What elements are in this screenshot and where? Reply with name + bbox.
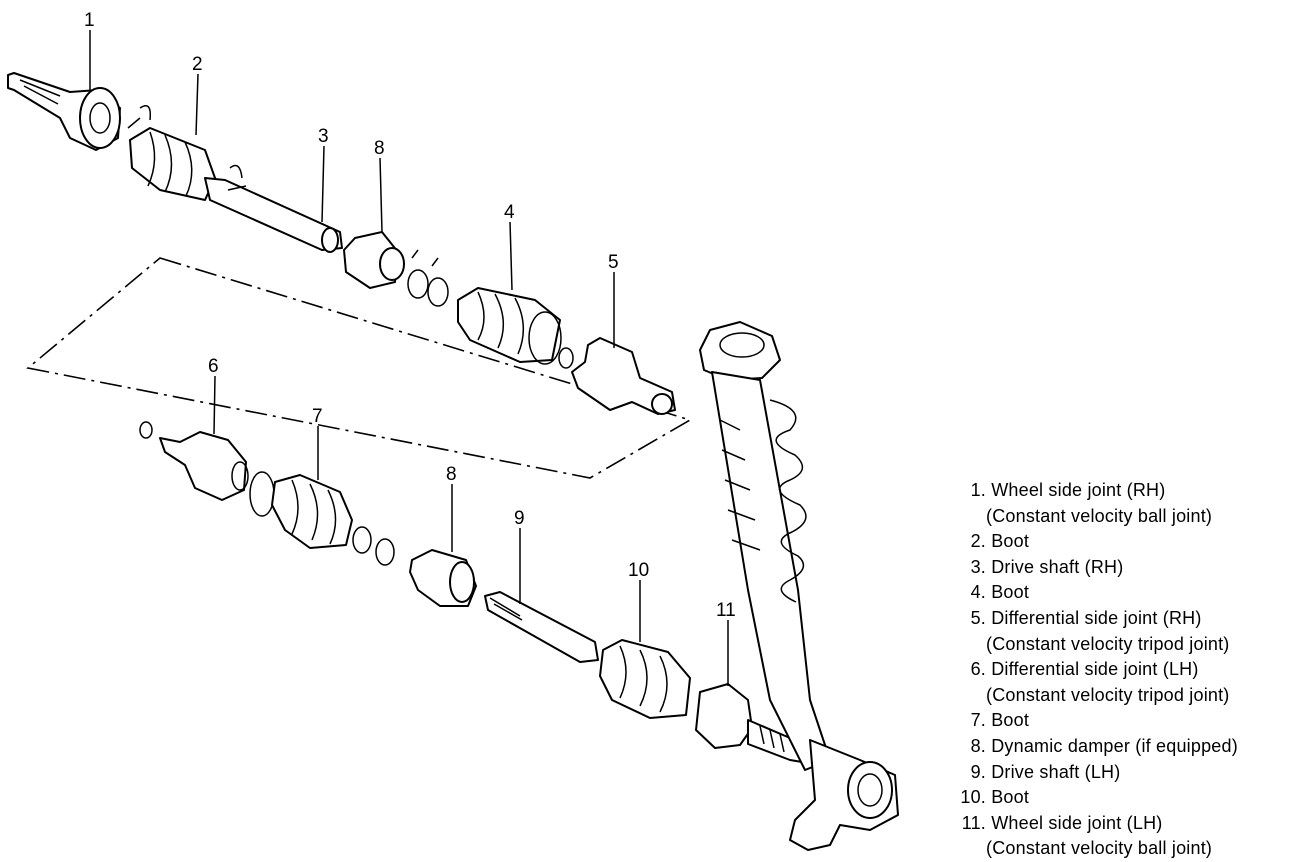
legend-item-label: Drive shaft (RH) xyxy=(991,556,1124,577)
strut-and-knuckle xyxy=(699,321,899,851)
legend-item-number: 10. xyxy=(960,787,986,808)
callout-3: 3 xyxy=(318,126,329,147)
legend-item: 11. Wheel side joint (LH) (Constant veloc… xyxy=(952,811,1308,862)
legend-item-number: 6. xyxy=(970,659,986,680)
legend-item-label: Boot xyxy=(991,787,1030,808)
boot-4 xyxy=(457,287,561,363)
legend-item: 5. Differential side joint (RH) (Constant… xyxy=(952,606,1308,657)
differential-side-joint-lh xyxy=(159,431,247,501)
legend-item-number: 5. xyxy=(970,607,986,628)
lh-driveshaft-assembly xyxy=(139,421,809,763)
boot-clamp xyxy=(427,277,449,307)
boot-10 xyxy=(599,639,691,719)
legend-item: 8. Dynamic damper (if equipped) xyxy=(952,734,1308,760)
legend-item: 10. Boot xyxy=(952,785,1308,811)
callout-9: 9 xyxy=(514,508,525,529)
callout-6: 6 xyxy=(208,356,219,377)
legend-item: 1. Wheel side joint (RH) (Constant veloci… xyxy=(952,478,1308,529)
legend-item-label: Wheel side joint (LH) xyxy=(991,812,1163,833)
callout-2: 2 xyxy=(192,54,203,75)
legend-item-label: Drive shaft (LH) xyxy=(991,761,1121,782)
legend-item-subtitle: (Constant velocity tripod joint) xyxy=(986,684,1230,705)
callout-1: 1 xyxy=(84,10,95,31)
legend-item: 9. Drive shaft (LH) xyxy=(952,760,1308,786)
legend-item-number: 8. xyxy=(970,735,986,756)
legend-item: 7. Boot xyxy=(952,708,1308,734)
legend-item-label: Differential side joint (LH) xyxy=(991,659,1199,680)
boot-clamp xyxy=(407,269,429,299)
legend-item-number: 11. xyxy=(961,812,986,833)
legend-item-subtitle: (Constant velocity tripod joint) xyxy=(986,633,1230,654)
legend-item: 2. Boot xyxy=(952,529,1308,555)
legend-item-number: 7. xyxy=(970,710,986,731)
callout-5: 5 xyxy=(608,252,619,273)
wheel-side-joint-lh xyxy=(695,683,753,749)
legend-item-label: Dynamic damper (if equipped) xyxy=(991,735,1238,756)
legend-item: 4. Boot xyxy=(952,580,1308,606)
legend-item-label: Boot xyxy=(991,531,1030,552)
legend-item-number: 3. xyxy=(970,556,986,577)
callout-8-upper: 8 xyxy=(374,138,385,159)
legend-item-label: Boot xyxy=(991,582,1030,603)
boot-2 xyxy=(129,127,216,201)
callout-11: 11 xyxy=(716,600,736,621)
legend-item: 6. Differential side joint (LH) (Constant… xyxy=(952,657,1308,708)
legend-item-label: Wheel side joint (RH) xyxy=(991,480,1166,500)
drive-shaft-lh xyxy=(484,591,599,663)
boot-clamp xyxy=(352,526,372,554)
callout-4: 4 xyxy=(504,202,515,223)
legend-item-subtitle: (Constant velocity ball joint) xyxy=(986,838,1213,859)
assembly-boundary-line xyxy=(26,257,692,479)
legend-item-number: 2. xyxy=(970,531,986,552)
wheel-side-joint-rh-cup xyxy=(79,87,121,149)
legend-item-number: 9. xyxy=(970,761,986,782)
callout-10: 10 xyxy=(628,560,649,581)
leader-lines xyxy=(89,30,729,686)
drive-shaft-rh xyxy=(204,177,343,251)
parts-legend: 1. Wheel side joint (RH) (Constant veloci… xyxy=(952,478,1308,862)
callout-8-lower: 8 xyxy=(446,464,457,485)
legend-item-subtitle: (Constant velocity ball joint) xyxy=(986,505,1213,526)
callout-7: 7 xyxy=(312,406,323,427)
rh-driveshaft-assembly xyxy=(7,72,676,415)
legend-item-number: 4. xyxy=(970,582,986,603)
legend-item-label: Differential side joint (RH) xyxy=(991,607,1202,628)
boot-7 xyxy=(271,474,353,549)
legend-item: 3. Drive shaft (RH) xyxy=(952,555,1308,581)
legend-item-label: Boot xyxy=(991,710,1030,731)
boot-clamp xyxy=(375,538,395,566)
legend-item-number: 1. xyxy=(970,480,986,500)
